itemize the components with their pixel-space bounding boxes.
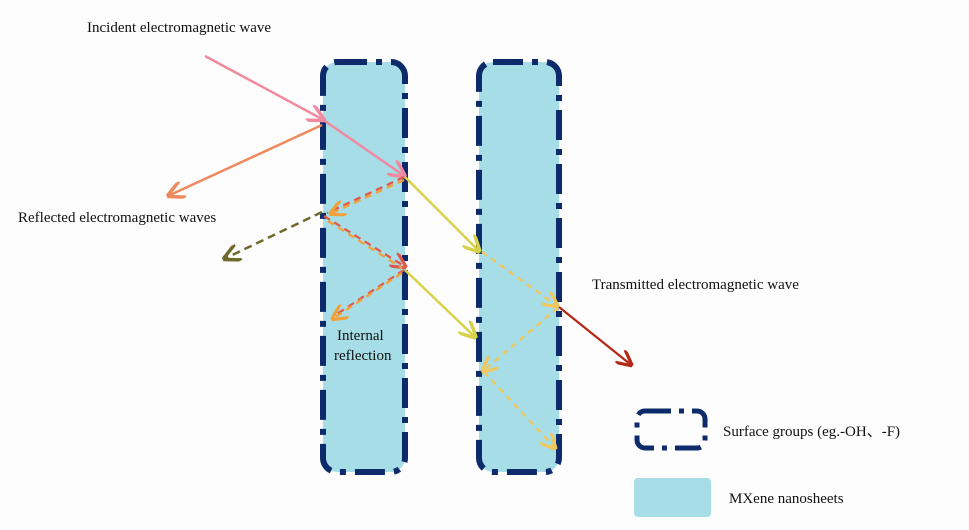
internal-red-2	[323, 215, 404, 266]
internal-red-1	[326, 175, 405, 215]
transmitted-wave-arrows	[558, 306, 630, 364]
gold-dashed-1	[481, 251, 556, 305]
internal-orange-1	[332, 178, 405, 213]
incident-wave-arrows	[204, 54, 403, 175]
incident-arrow-1	[204, 54, 322, 119]
legend: Surface groups (eg.-OH、-F) MXene nanoshe…	[634, 408, 900, 517]
mxene-sheet-right	[476, 59, 562, 475]
sheet2-reflection-arrows	[481, 251, 559, 447]
surface-groups-right	[476, 59, 562, 475]
internal-reflection-label-line2: reflection	[334, 348, 392, 364]
reflected-label: Reflected electromagnetic waves	[18, 210, 216, 226]
reflected-weak-arrow	[226, 210, 323, 258]
legend-surface-groups-label: Surface groups (eg.-OH、-F)	[723, 424, 900, 440]
reflected-wave-arrows	[170, 123, 323, 258]
legend-surface-groups-swatch	[634, 408, 708, 451]
internal-red-3	[333, 269, 405, 317]
internal-orange-2	[327, 220, 403, 269]
incident-label: Incident electromagnetic wave	[87, 20, 271, 36]
transmitted-arrow	[558, 306, 630, 364]
incident-arrow-2	[321, 117, 403, 175]
gold-dashed-2	[484, 307, 559, 370]
transmit-yellow-2	[404, 269, 474, 336]
transmitted-label: Transmitted electromagnetic wave	[592, 277, 799, 293]
internal-reflection-arrows	[323, 175, 405, 318]
internal-reflection-label-line1: Internal	[337, 328, 384, 344]
reflected-arrow	[170, 123, 323, 195]
legend-nanosheets-swatch	[634, 478, 711, 517]
inter-sheet-transmission-arrows	[404, 176, 478, 336]
transmit-yellow-1	[404, 176, 478, 250]
legend-nanosheets-label: MXene nanosheets	[729, 491, 844, 507]
mxene-sheet-left	[320, 59, 408, 475]
surface-groups-left	[320, 59, 408, 475]
internal-orange-3	[334, 272, 403, 318]
